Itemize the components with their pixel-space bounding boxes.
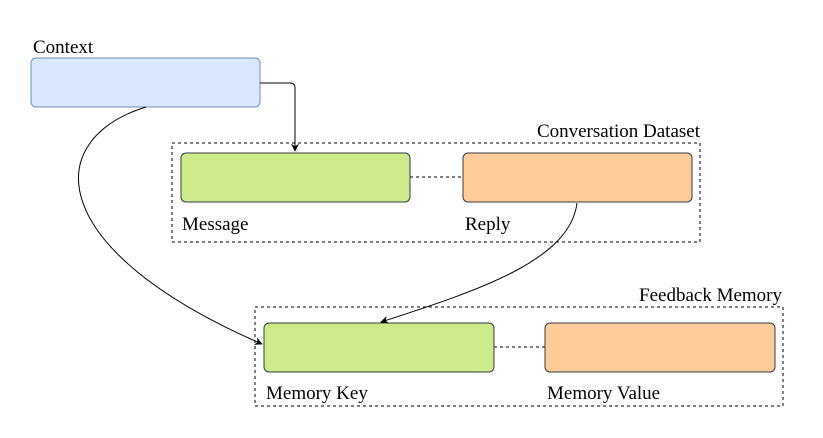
memory-value-box[interactable] xyxy=(544,322,776,373)
reply-label: Reply xyxy=(465,214,511,235)
memory-value-label: Memory Value xyxy=(547,383,660,404)
context-label: Context xyxy=(33,37,94,58)
message-label: Message xyxy=(182,214,248,235)
message-box[interactable] xyxy=(180,152,411,203)
reply-box[interactable] xyxy=(462,152,693,203)
reply-to-memory-key-arrow xyxy=(380,202,578,324)
context-to-message-arrow xyxy=(260,82,299,152)
conversation-dataset-label: Conversation Dataset xyxy=(537,121,701,142)
feedback-memory-group xyxy=(254,306,784,407)
context-box[interactable] xyxy=(30,57,261,108)
feedback-memory-label: Feedback Memory xyxy=(639,285,782,306)
conversation-dataset-group xyxy=(171,142,701,243)
memory-key-box[interactable] xyxy=(263,322,495,373)
memory-key-label: Memory Key xyxy=(266,383,368,404)
context-to-memory-key-arrow xyxy=(78,106,263,345)
